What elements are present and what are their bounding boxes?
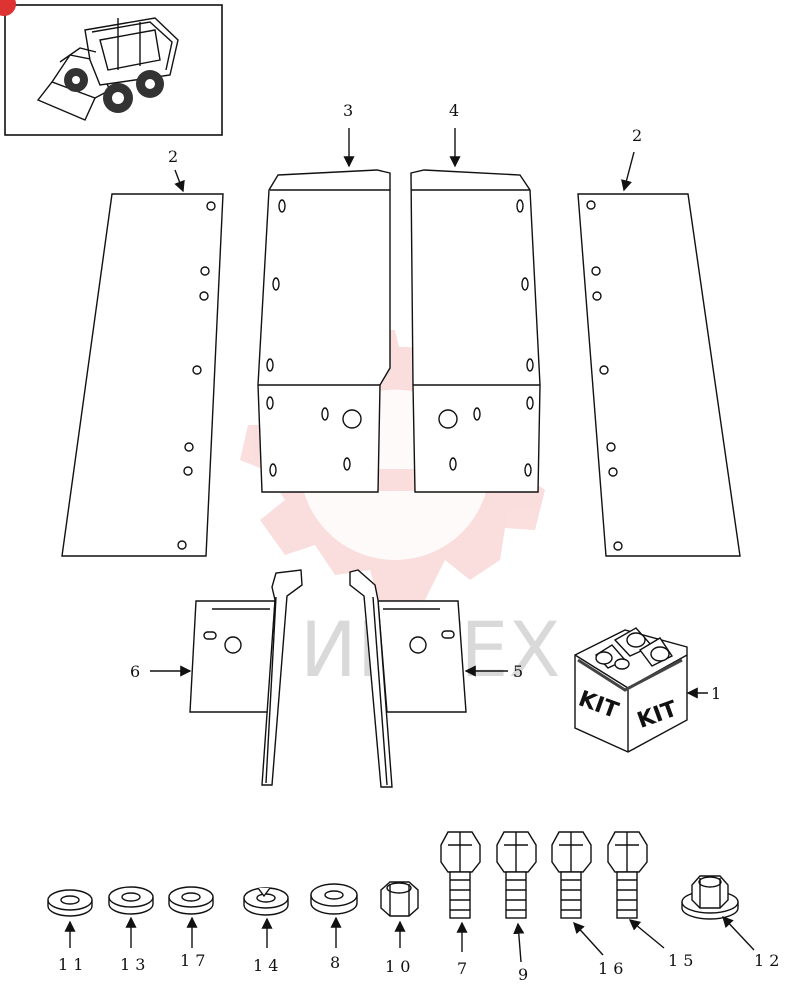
bolt-15: [607, 831, 648, 919]
panel-3: [257, 169, 391, 493]
hex-nut-10: [380, 881, 419, 917]
callout-3: 3: [343, 101, 353, 120]
callout-2-right: 2: [632, 126, 642, 145]
flat-washer-13: [108, 886, 154, 915]
callout-16: 1 6: [598, 959, 623, 978]
callout-14: 1 4: [253, 956, 278, 975]
panel-2-left: [61, 193, 224, 557]
bolt-7: [440, 831, 481, 919]
bolt-16: [551, 831, 592, 919]
panel-2-right: [577, 193, 741, 557]
callout-4: 4: [449, 101, 459, 120]
bolt-9: [496, 831, 537, 919]
bracket-6: [189, 569, 303, 786]
callout-5: 5: [513, 662, 523, 681]
callout-9: 9: [518, 965, 528, 984]
callout-8: 8: [330, 953, 340, 972]
lock-washer-14: [243, 887, 289, 916]
callout-7: 7: [457, 959, 467, 978]
callout-6: 6: [130, 662, 140, 681]
callout-17: 1 7: [180, 951, 205, 970]
hardware-kit-box-icon: KIT KIT: [574, 627, 688, 753]
thumbnail-frame: [0, 0, 223, 136]
kit-box-bolts: [594, 627, 674, 670]
bracket-5: [349, 569, 467, 788]
callout-10: 1 0: [385, 957, 410, 976]
leader-lines: [64, 128, 755, 963]
flat-washer-11: [47, 889, 93, 917]
callout-1: 1: [711, 684, 721, 703]
callout-2-left: 2: [168, 147, 178, 166]
flat-washer-17: [168, 886, 214, 915]
callout-11: 1 1: [58, 955, 83, 974]
callout-15: 1 5: [668, 951, 693, 970]
callout-13: 1 3: [120, 955, 145, 974]
panel-4: [410, 169, 541, 493]
callout-12: 1 2: [754, 951, 779, 970]
flange-nut-12: [681, 875, 739, 920]
skid-steer-loader-icon: [36, 17, 179, 121]
flat-washer-8: [310, 883, 358, 915]
